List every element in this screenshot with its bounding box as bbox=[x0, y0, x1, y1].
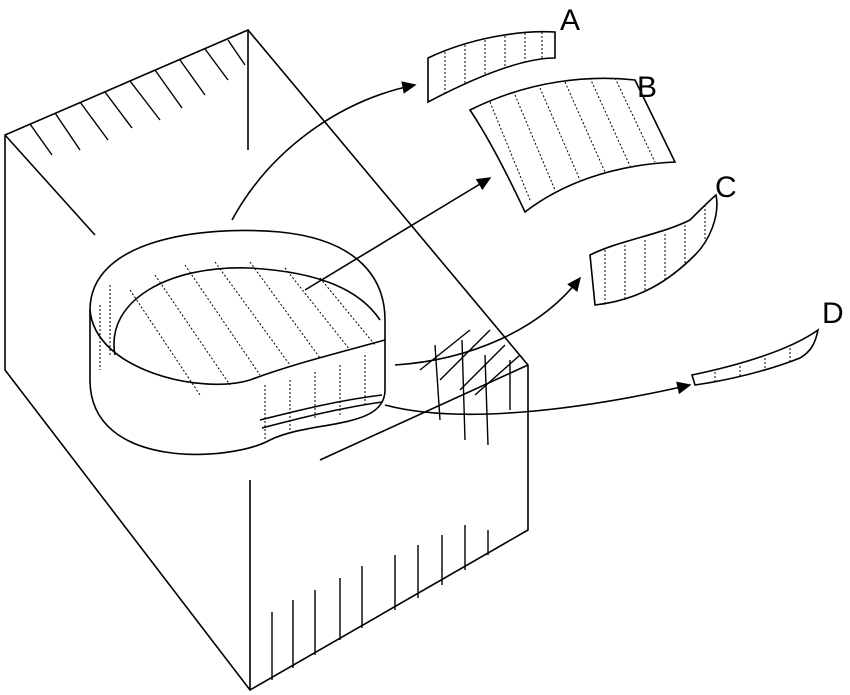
arrow-to-d bbox=[384, 381, 692, 416]
top-face-ticks bbox=[29, 39, 521, 446]
piece-a: A bbox=[427, 4, 580, 104]
cylinder-hatching bbox=[99, 261, 376, 440]
excavated-cylinder bbox=[89, 229, 386, 456]
piece-d: D bbox=[690, 297, 844, 386]
front-face-ticks bbox=[271, 525, 489, 680]
arrow-to-b bbox=[304, 177, 492, 291]
label-d: D bbox=[822, 297, 844, 330]
label-c: C bbox=[715, 171, 737, 204]
label-b: B bbox=[637, 71, 657, 104]
arrow-to-a bbox=[231, 81, 417, 221]
piece-b: B bbox=[468, 71, 677, 214]
label-a: A bbox=[560, 4, 580, 37]
piece-c: C bbox=[589, 171, 737, 306]
arrow-to-c bbox=[394, 276, 581, 366]
arrows bbox=[231, 81, 692, 416]
